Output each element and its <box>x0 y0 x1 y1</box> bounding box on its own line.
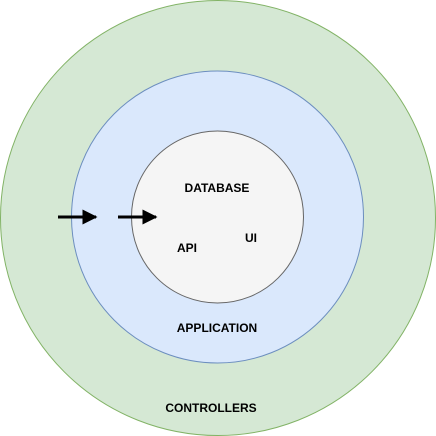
application-label: APPLICATION <box>177 321 257 335</box>
controllers-label: CONTROLLERS <box>165 401 256 415</box>
api-label: API <box>177 241 197 255</box>
ui-label: UI <box>245 231 257 245</box>
core-layer-circle[interactable] <box>131 130 304 304</box>
database-label: DATABASE <box>185 181 250 195</box>
